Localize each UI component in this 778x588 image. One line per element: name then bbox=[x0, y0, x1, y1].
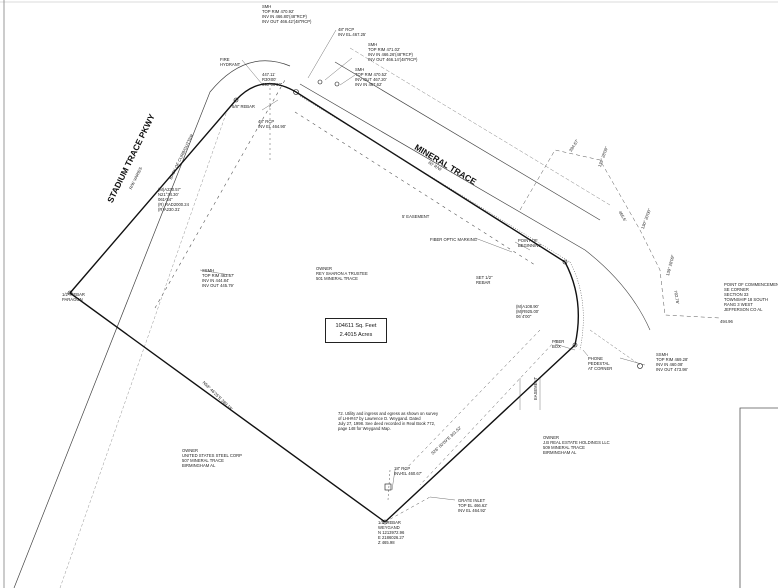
storm-line-bottom-2 bbox=[387, 469, 391, 501]
easement-line-2 bbox=[419, 339, 557, 486]
sheet-border-right bbox=[739, 407, 778, 588]
phone-pedestal-label: PHONE PEDESTAL AT CORNER bbox=[588, 356, 613, 371]
mineral-trace-edge-3 bbox=[349, 47, 611, 206]
easement-5-label: 5' EASEMENT bbox=[402, 214, 430, 219]
rcp-label-bottom: 18" RCP INV EL 460.67' bbox=[394, 466, 422, 476]
rebar-label-right: SET 1/2" REBAR bbox=[476, 275, 493, 285]
curve-label-top: 447.11' R30.00' 090°00'00" bbox=[262, 72, 283, 87]
poc-leader bbox=[589, 329, 641, 366]
smh-label-left: SSMH TOP RIM 463.67' INV IN 444.84' INV … bbox=[202, 268, 235, 288]
fiber-box-label: FIBER BOX bbox=[552, 339, 565, 349]
easement-label-right: EASEMENT bbox=[533, 376, 538, 400]
pob-label: POINT OF BEGINNING bbox=[518, 238, 542, 248]
storm-line-bottom bbox=[384, 496, 431, 523]
grate-inlet-marker bbox=[384, 483, 392, 491]
fiber-line-curve bbox=[569, 261, 584, 351]
easement-line-1 bbox=[399, 329, 541, 476]
smh-label-top-1: SMH TOP RIM 470.92' INV IN 466.80'(48"RC… bbox=[262, 4, 312, 24]
fiber-marking-label: FIBER OPTIC MARKING bbox=[430, 237, 477, 242]
curve-label-right: (M)A108.90' (M)R925.00' 06´4'00" bbox=[516, 304, 539, 319]
rebar-label-left: 1/2" REBAR PARAGON bbox=[62, 292, 85, 302]
leader-lines bbox=[199, 29, 646, 501]
rcp-label-top: 48" RCP INV EL.467.25' bbox=[338, 27, 367, 37]
area-box: 104611 Sq. Feet 2.4015 Acres bbox=[325, 318, 387, 343]
poc-label: POINT OF COMMENCEMENT SE CORNER SECTION … bbox=[724, 282, 778, 312]
easement-note: 72. Utility and ingress and egress as sh… bbox=[338, 411, 439, 431]
rcp-label-inside: 48" RCP INV EL 464.90' bbox=[258, 119, 286, 129]
circle-dot-icon bbox=[67, 79, 643, 525]
stadium-trace-row-line bbox=[59, 107, 229, 588]
sewer-line-top bbox=[294, 111, 536, 266]
rebar-label-top: 5/8" REBAR bbox=[232, 104, 255, 109]
owner-label-center: OWNER REY SHARON A TRUSTEE 501 MINERAL T… bbox=[316, 266, 368, 281]
fire-hydrant-label: FIRE HYDRANT bbox=[220, 57, 241, 67]
sewer-line-left bbox=[154, 79, 286, 309]
mineral-trace-curb-curve bbox=[584, 249, 651, 331]
smh-label-top-2: SMH TOP RIM 471.02' INV IN 466.26'(48"RC… bbox=[368, 42, 418, 62]
area-sqft: 104611 Sq. Feet bbox=[335, 323, 377, 329]
smh-label-top-3: SMH TOP RIM 470.52' INV OUT 467.20' INV … bbox=[355, 67, 388, 87]
fiber-line bbox=[299, 95, 571, 263]
stadium-trace-curb-line bbox=[13, 60, 291, 588]
grate-inlet-label: GRATE INLET TOP EL 466.62' INV EL 464.92… bbox=[458, 498, 488, 513]
poc-distance: 494.96 bbox=[720, 319, 733, 324]
owner-label-right: OWNER J.B REAL ESTATE HOLDINGS LLC 509 M… bbox=[543, 435, 610, 455]
mineral-trace-edge-2 bbox=[334, 61, 601, 221]
curve-label-left: (M)A230.57' N21°34.30' 061²34" (R) RAD20… bbox=[158, 187, 189, 212]
rebar-label-bottom: 1/2" REBAR WEYGAND N 1213972.96 E 218602… bbox=[378, 520, 405, 545]
owner-label-left: OWNER UNITED STATES STEEL CORP 507 MINER… bbox=[182, 448, 242, 468]
ssmh-label-right: SSMH TOP RIM 469.28' INV IN 460.08' INV … bbox=[656, 352, 689, 372]
area-acres: 2.4015 Acres bbox=[339, 332, 373, 338]
property-boundary bbox=[68, 83, 579, 523]
poc-traverse bbox=[519, 149, 721, 319]
mineral-trace-edge-1 bbox=[299, 83, 586, 251]
